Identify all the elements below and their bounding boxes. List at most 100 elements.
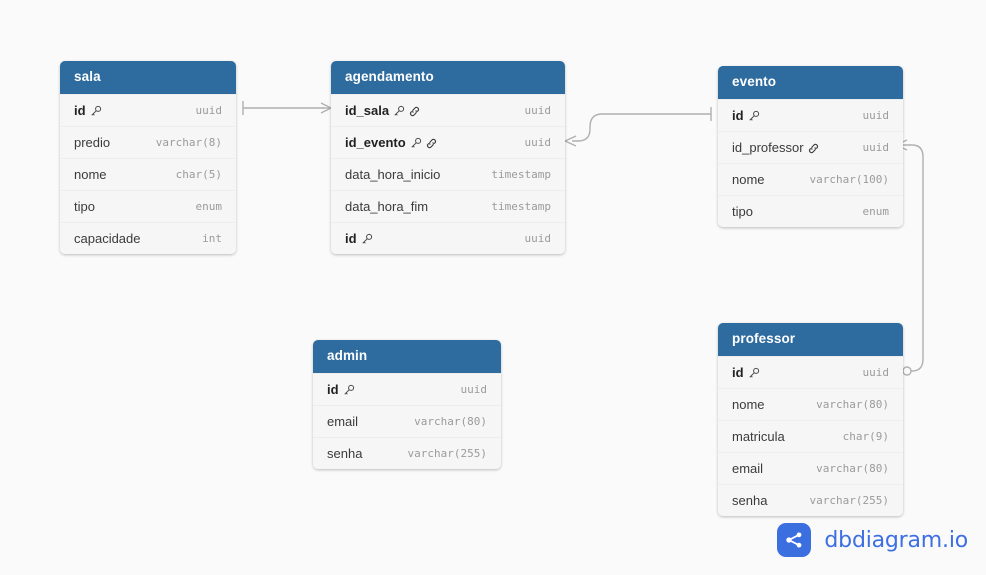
- field-row-admin-id[interactable]: id uuid: [313, 372, 501, 405]
- field-label: nome: [732, 396, 765, 412]
- field-name-wrap: nome: [732, 397, 765, 412]
- field-label: senha: [327, 445, 363, 461]
- field-name-wrap: nome: [732, 172, 765, 187]
- dbdiagram-brand[interactable]: dbdiagram.io: [777, 523, 968, 557]
- foreign-key-link-icon: [807, 142, 820, 155]
- field-name-wrap: id_sala: [345, 103, 421, 118]
- field-type: int: [202, 231, 222, 245]
- foreign-key-link-icon: [425, 137, 438, 150]
- field-label: capacidade: [74, 230, 141, 246]
- field-type: enum: [862, 204, 890, 218]
- field-name-wrap: id: [327, 382, 355, 397]
- table-title-sala[interactable]: sala: [60, 61, 236, 94]
- field-row-professor-senha[interactable]: senha varchar(255): [718, 483, 903, 516]
- field-row-professor-email[interactable]: email varchar(80): [718, 451, 903, 484]
- field-type: uuid: [195, 103, 223, 117]
- field-name-wrap: id: [345, 231, 373, 246]
- table-title-admin[interactable]: admin: [313, 340, 501, 373]
- field-row-evento-nome[interactable]: nome varchar(100): [718, 162, 903, 195]
- primary-key-icon: [342, 384, 355, 397]
- foreign-key-link-icon: [408, 105, 421, 118]
- field-label: matricula: [732, 428, 785, 444]
- field-name-wrap: tipo: [732, 204, 753, 219]
- field-label: id: [74, 102, 86, 118]
- field-type: varchar(100): [809, 172, 889, 186]
- field-label: data_hora_fim: [345, 198, 429, 214]
- field-name-wrap: capacidade: [74, 231, 141, 246]
- field-name-wrap: matricula: [732, 429, 785, 444]
- field-row-admin-email[interactable]: email varchar(80): [313, 404, 501, 437]
- field-label: id: [732, 364, 744, 380]
- field-label: data_hora_inicio: [345, 166, 441, 182]
- field-type: varchar(80): [816, 397, 889, 411]
- field-type: timestamp: [491, 199, 551, 213]
- field-name-wrap: data_hora_fim: [345, 199, 428, 214]
- field-label: id_sala: [345, 102, 390, 118]
- field-name-wrap: email: [327, 414, 358, 429]
- field-name-wrap: id: [74, 103, 102, 118]
- field-name-wrap: id: [732, 365, 760, 380]
- field-label: nome: [732, 171, 765, 187]
- field-name-wrap: tipo: [74, 199, 95, 214]
- field-row-evento-tipo[interactable]: tipo enum: [718, 194, 903, 227]
- field-label: predio: [74, 134, 111, 150]
- table-title-professor[interactable]: professor: [718, 323, 903, 356]
- primary-key-icon: [747, 110, 760, 123]
- field-type: varchar(255): [407, 446, 487, 460]
- field-row-admin-senha[interactable]: senha varchar(255): [313, 436, 501, 469]
- field-type: char(5): [175, 167, 222, 181]
- field-row-evento-id[interactable]: id uuid: [718, 98, 903, 131]
- field-row-professor-nome[interactable]: nome varchar(80): [718, 387, 903, 420]
- field-label: id_evento: [345, 134, 406, 150]
- table-card-evento[interactable]: evento id uuid id_professor uuid nome varchar(…: [718, 66, 903, 227]
- primary-key-icon: [89, 105, 102, 118]
- field-name-wrap: data_hora_inicio: [345, 167, 440, 182]
- field-type: varchar(80): [816, 461, 889, 475]
- field-row-agendamento-data_hora_inicio[interactable]: data_hora_inicio timestamp: [331, 157, 565, 190]
- field-row-agendamento-data_hora_fim[interactable]: data_hora_fim timestamp: [331, 189, 565, 222]
- field-label: email: [732, 460, 764, 476]
- relationship-agendamento-evento: [564, 107, 712, 147]
- field-row-sala-id[interactable]: id uuid: [60, 93, 236, 126]
- field-row-sala-nome[interactable]: nome char(5): [60, 157, 236, 190]
- field-label: id: [345, 230, 357, 246]
- field-label: senha: [732, 492, 768, 508]
- field-row-sala-capacidade[interactable]: capacidade int: [60, 221, 236, 254]
- field-row-sala-tipo[interactable]: tipo enum: [60, 189, 236, 222]
- field-label: nome: [74, 166, 107, 182]
- field-label: tipo: [74, 198, 95, 214]
- primary-key-icon: [360, 233, 373, 246]
- field-label: email: [327, 413, 359, 429]
- field-type: uuid: [862, 140, 890, 154]
- field-name-wrap: id_professor: [732, 140, 820, 155]
- field-row-professor-id[interactable]: id uuid: [718, 355, 903, 388]
- share-nodes-icon: [777, 523, 812, 557]
- field-type: uuid: [524, 135, 552, 149]
- field-name-wrap: email: [732, 461, 763, 476]
- field-type: enum: [195, 199, 223, 213]
- field-type: uuid: [460, 382, 488, 396]
- field-type: varchar(255): [809, 493, 889, 507]
- field-row-agendamento-id_evento[interactable]: id_evento uuid: [331, 125, 565, 158]
- field-type: uuid: [862, 365, 890, 379]
- field-type: varchar(80): [414, 414, 487, 428]
- field-name-wrap: senha: [732, 493, 767, 508]
- field-row-evento-id_professor[interactable]: id_professor uuid: [718, 130, 903, 163]
- table-title-evento[interactable]: evento: [718, 66, 903, 99]
- field-type: uuid: [862, 108, 890, 122]
- field-name-wrap: id_evento: [345, 135, 438, 150]
- field-type: timestamp: [491, 167, 551, 181]
- field-name-wrap: predio: [74, 135, 110, 150]
- table-card-admin[interactable]: admin id uuid email varchar(80) senha varchar(…: [313, 340, 501, 469]
- field-label: id: [732, 107, 744, 123]
- table-title-agendamento[interactable]: agendamento: [331, 61, 565, 94]
- primary-key-icon: [409, 137, 422, 150]
